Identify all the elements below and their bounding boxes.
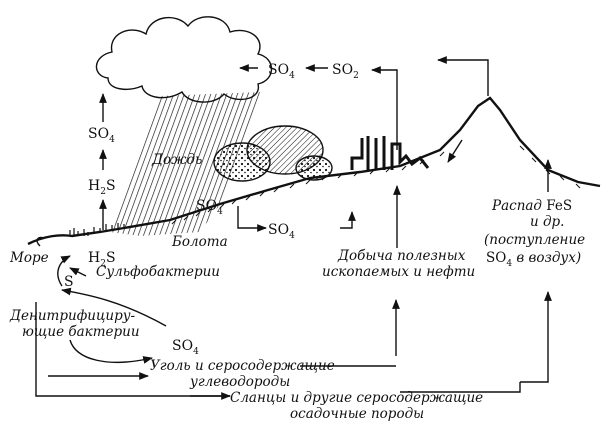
chem-so4-bottom: SO4	[172, 338, 199, 357]
arrow-s-cycle	[57, 255, 71, 287]
chem-so4-top: SO4	[268, 62, 295, 81]
arrow-denitrif-loop	[69, 339, 153, 364]
chem-s-sea: S	[64, 274, 74, 290]
rain-shading	[110, 92, 262, 236]
rock-right	[295, 155, 333, 181]
chem-so4-rain: SO4	[196, 198, 223, 217]
mine-arrow	[447, 139, 463, 163]
label-coal-1: Уголь и серосодержащие	[150, 358, 335, 374]
label-fes-2: и др.	[530, 214, 564, 230]
arrow-down-main	[35, 302, 230, 397]
label-dozhd: Дождь	[151, 152, 202, 168]
chem-h2s-sea: H2S	[88, 250, 116, 269]
label-denitrif-2: ющие бактерии	[22, 324, 140, 340]
arrow-so4-to-s	[61, 287, 167, 327]
chem-so4-bog: SO4	[268, 222, 295, 241]
label-sulfobacteria: Сульфобактерии	[96, 264, 220, 280]
bog-tufts	[69, 223, 125, 236]
label-fes-4: SO4 в воздух)	[486, 250, 581, 269]
sea-edge	[36, 236, 45, 247]
chem-h2s-left: H2S	[88, 178, 116, 197]
chem-so2-top: SO2	[332, 62, 359, 81]
label-coal-2: углеводороды	[189, 374, 290, 390]
arrow-mining-up	[371, 66, 398, 150]
label-denitrif-1: Денитрифициру-	[9, 308, 136, 324]
ground-surface	[27, 96, 601, 246]
label-mining-2: ископаемых и нефти	[322, 264, 475, 280]
chem-so4-left: SO4	[88, 126, 115, 145]
label-mining-1: Добыча полезных	[337, 248, 466, 264]
arrow-h2s-sea	[69, 267, 87, 277]
arrow-bog-so4-left	[340, 211, 356, 229]
label-shale-2: осадочные породы	[290, 406, 424, 422]
label-shale-1: Сланцы и другие серосодержащие	[230, 390, 483, 406]
label-more: Море	[9, 250, 49, 266]
label-boloto: Болота	[171, 234, 228, 250]
arrow-bog-so4-right	[237, 206, 267, 232]
label-fes-3: (поступление	[484, 232, 585, 248]
factory-chimneys	[350, 136, 430, 170]
label-fes-1: Распад FeS	[491, 198, 572, 214]
arrow-shale-to-right	[400, 382, 521, 393]
rock-left	[213, 142, 271, 182]
arrow-shale-up	[520, 291, 552, 383]
cloud	[95, 16, 273, 103]
arrow-fes-to-top	[437, 56, 489, 96]
